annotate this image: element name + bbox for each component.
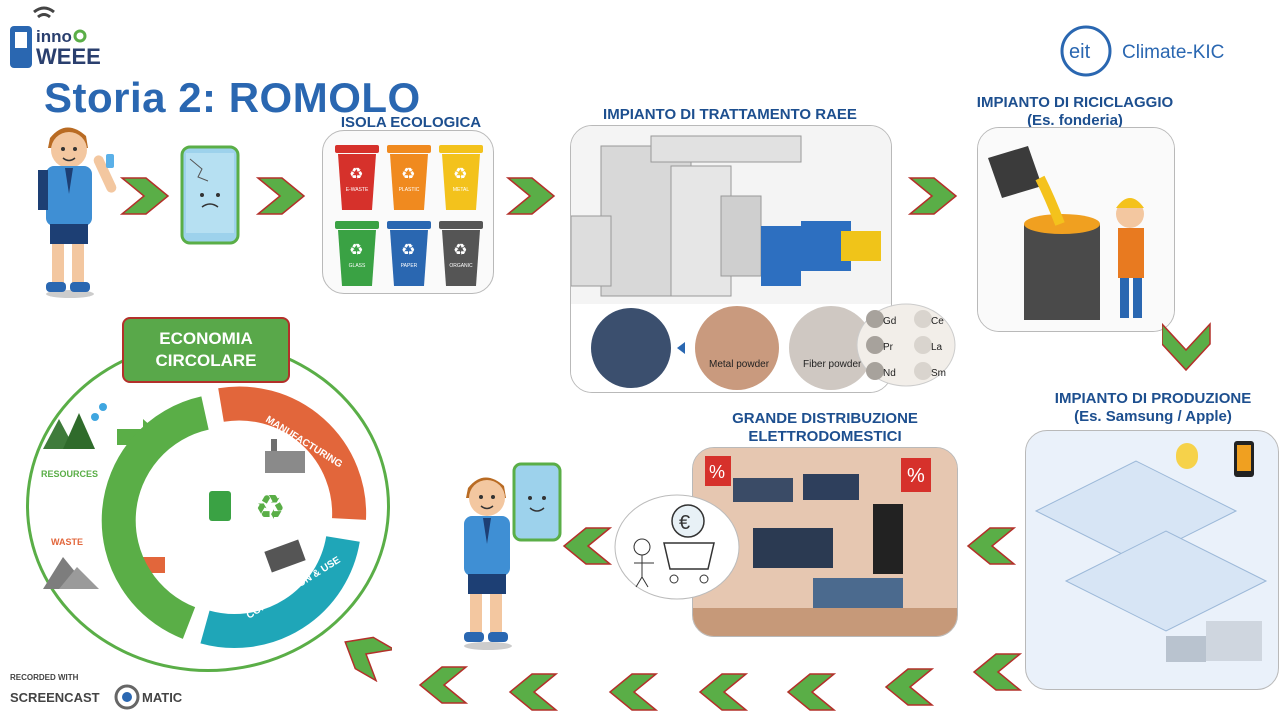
slide-title: Storia 2: ROMOLO xyxy=(44,74,421,121)
bin-organic: ♻ ORGANIC xyxy=(439,221,483,286)
svg-text:€: € xyxy=(679,512,690,534)
broken-phone-illustration xyxy=(180,145,240,245)
element-label-gd: Gd xyxy=(883,316,896,327)
svg-text:METAL: METAL xyxy=(453,187,470,193)
factory-icon xyxy=(265,439,305,473)
element-label-sm: Sm xyxy=(931,368,946,379)
economia-circolare-box: ECONOMIA CIRCOLARE xyxy=(122,317,290,383)
bin-plastic: ♻ PLASTIC xyxy=(387,145,431,210)
grande-distribuzione-label: GRANDE DISTRIBUZIONE ELETTRODOMESTICI xyxy=(710,410,940,446)
innoweee-text-1: inno xyxy=(36,27,72,46)
svg-text:♻: ♻ xyxy=(453,240,467,259)
produzione-title: IMPIANTO DI PRODUZIONE xyxy=(1054,390,1252,407)
arrow-left-1 xyxy=(966,526,1017,571)
arrow-left-4 xyxy=(884,667,935,712)
foundry-card xyxy=(977,127,1175,332)
arrow-left-3 xyxy=(972,652,1023,697)
climate-kic-text: Climate-KIC xyxy=(1122,42,1224,63)
svg-text:PAPER: PAPER xyxy=(401,263,418,269)
svg-text:PLASTIC: PLASTIC xyxy=(399,187,420,193)
arrow-right-4 xyxy=(907,176,958,221)
svg-text:ORGANIC: ORGANIC xyxy=(449,263,473,269)
arrow-up-left xyxy=(340,634,397,687)
recycling-bins: ♻ E-WASTE ♻ PLASTIC ♻ METAL ♻ GLASS ♻ PAPER ♻ ORGAN… xyxy=(335,145,483,286)
arrow-right-1 xyxy=(119,176,170,221)
impianto-riciclaggio-label: IMPIANTO DI RICICLAGGIO (Es. fonderia) xyxy=(975,94,1175,130)
resources-icon xyxy=(43,403,107,449)
svg-text:E-WASTE: E-WASTE xyxy=(346,187,369,193)
riciclaggio-subtitle: (Es. fonderia) xyxy=(1027,112,1123,129)
waste-icon xyxy=(43,557,99,589)
svg-text:♻: ♻ xyxy=(349,240,363,259)
element-label-pr: Pr xyxy=(883,342,894,353)
arrow-down xyxy=(1161,322,1212,377)
circular-economy-circle: RESOURCES WASTE MANUFACTURING CONSUMPTIO… xyxy=(26,340,390,672)
innoweee-logo: inno WEEE xyxy=(6,2,106,72)
metal-powder-label: Metal powder xyxy=(709,359,770,370)
economia-line1: ECONOMIA xyxy=(159,329,253,348)
distribuzione-subtitle: ELETTRODOMESTICI xyxy=(748,428,902,445)
distribuzione-title: GRANDE DISTRIBUZIONE xyxy=(732,410,918,427)
boy-illustration-bottom xyxy=(456,462,566,652)
arrow-right-3 xyxy=(505,176,556,221)
watermark-line2: SCREENCAST xyxy=(10,690,100,705)
svg-text:♻: ♻ xyxy=(349,164,363,183)
arrow-left-7 xyxy=(608,672,659,717)
element-label-nd: Nd xyxy=(883,368,896,379)
recycling-label: RECYCLING xyxy=(169,494,182,553)
recycle-bin-icon xyxy=(209,491,231,521)
svg-text:GLASS: GLASS xyxy=(349,263,366,269)
arrow-left-8 xyxy=(508,672,559,717)
economia-line2: CIRCOLARE xyxy=(155,351,257,370)
resources-label: RESOURCES xyxy=(41,469,98,479)
impianto-raee-label: IMPIANTO DI TRATTAMENTO RAEE xyxy=(603,106,857,123)
element-label-la: La xyxy=(931,342,943,353)
screencast-o-matic-watermark: RECORDED WITH SCREENCAST MATIC xyxy=(10,670,200,714)
production-plant-card xyxy=(1025,430,1279,690)
recycle-symbol-icon: ♻ xyxy=(255,488,285,528)
innoweee-text-2: WEEE xyxy=(36,44,101,69)
eit-mark: eit xyxy=(1069,41,1091,63)
svg-text:♻: ♻ xyxy=(453,164,467,183)
bin-paper: ♻ PAPER xyxy=(387,221,431,286)
element-label-ce: Ce xyxy=(931,316,944,327)
fiber-powder-label: Fiber powder xyxy=(803,359,862,370)
arrow-left-2 xyxy=(562,526,613,571)
svg-text:♻: ♻ xyxy=(401,240,415,259)
produzione-subtitle: (Es. Samsung / Apple) xyxy=(1074,408,1232,425)
raee-plant-card: Metal powder Fiber powder xyxy=(570,125,892,393)
svg-text:%: % xyxy=(907,465,925,487)
bin-glass: ♻ GLASS xyxy=(335,221,379,286)
arrow-left-6 xyxy=(698,672,749,717)
boy-illustration-top xyxy=(32,118,122,298)
bin-ewaste: ♻ E-WASTE xyxy=(335,145,379,210)
arrow-left-5 xyxy=(786,672,837,717)
svg-text:♻: ♻ xyxy=(401,164,415,183)
devices-icon xyxy=(264,539,306,573)
eit-climate-kic-logo: eit Climate-KIC xyxy=(1060,24,1250,80)
svg-text:%: % xyxy=(709,462,725,482)
arrow-right-2 xyxy=(255,176,306,221)
watermark-line1: RECORDED WITH xyxy=(10,673,79,682)
isola-ecologica-label: ISOLA ECOLOGICA xyxy=(340,114,482,131)
riciclaggio-title: IMPIANTO DI RICICLAGGIO xyxy=(976,94,1174,111)
watermark-line3: MATIC xyxy=(142,690,183,705)
impianto-produzione-label: IMPIANTO DI PRODUZIONE (Es. Samsung / Ap… xyxy=(1040,390,1266,426)
waste-label: WASTE xyxy=(51,537,83,547)
recycling-bins-card: ♻ E-WASTE ♻ PLASTIC ♻ METAL ♻ GLASS ♻ PAPER ♻ ORGAN… xyxy=(322,130,494,294)
shopping-cart-euro-illustration: € xyxy=(612,493,742,601)
arrow-left-9 xyxy=(418,665,469,710)
bin-metal: ♻ METAL xyxy=(439,145,483,210)
